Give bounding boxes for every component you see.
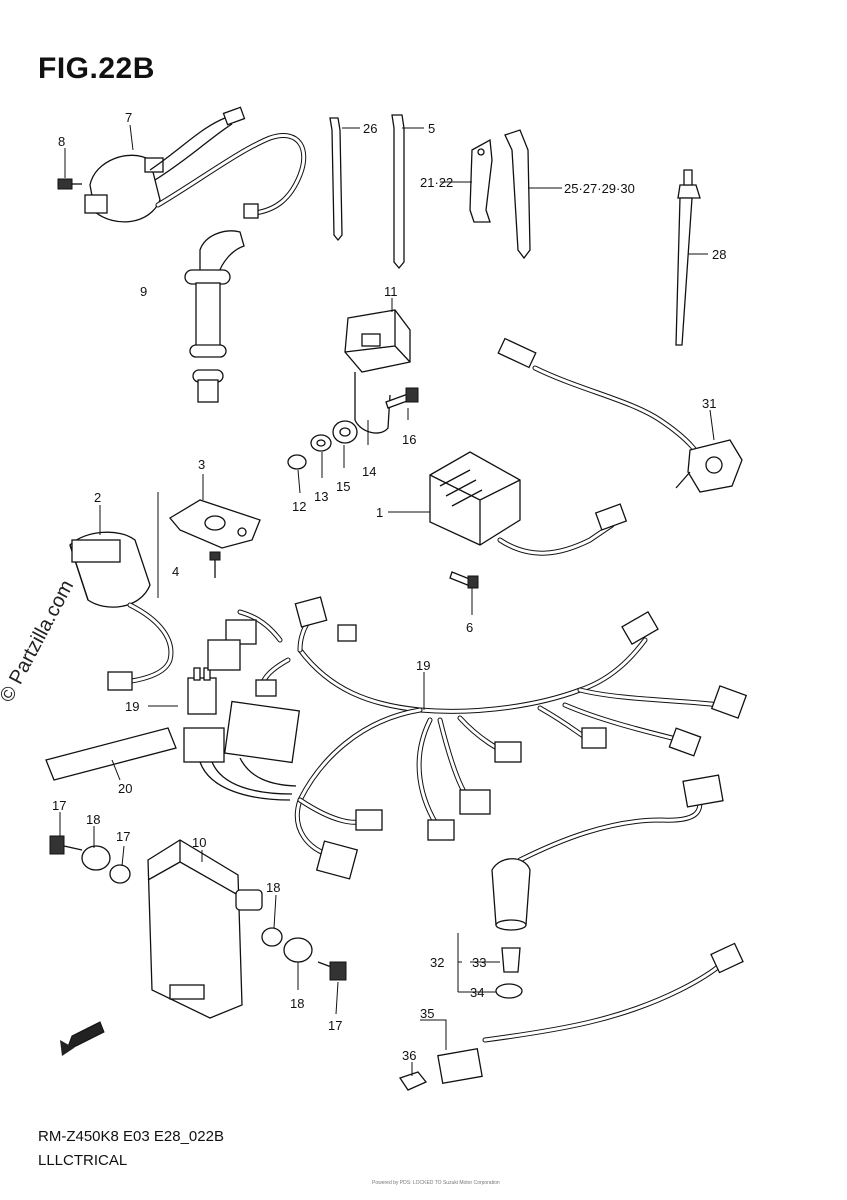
nut-part[interactable] — [287, 454, 307, 470]
callout-10: 10 — [192, 835, 206, 850]
grommet-part[interactable] — [501, 947, 521, 973]
callout-19: 18 — [86, 812, 100, 827]
bracket-part[interactable] — [354, 372, 391, 434]
fwd-arrow-icon — [60, 1021, 105, 1056]
mounting-plate-part[interactable] — [169, 499, 261, 549]
section-title: LLLCTRICAL — [38, 1152, 128, 1169]
callout-18: 18 — [266, 880, 280, 895]
callout-14: 14 — [362, 464, 376, 479]
callout-34: 34 — [470, 985, 484, 1000]
callout-20: 19 — [416, 658, 430, 673]
callout-13: 13 — [314, 489, 328, 504]
cable-tie-part[interactable] — [391, 114, 405, 270]
bolt-part[interactable] — [317, 961, 347, 981]
cushion-part[interactable] — [332, 420, 358, 444]
callout-32: 32 — [430, 955, 444, 970]
callout-labels-lower: 18 17 — [290, 996, 342, 1033]
callout-16: 16 — [402, 432, 416, 447]
callout-4: 4 — [172, 564, 179, 579]
clamp-part[interactable] — [469, 138, 493, 223]
callout-23: 20 — [118, 781, 132, 796]
sensor-part[interactable] — [497, 337, 743, 493]
callout-31: 31 — [702, 396, 716, 411]
callout-15: 15 — [336, 479, 350, 494]
cdi-unit-part[interactable] — [69, 531, 174, 691]
callout-5: 5 — [428, 121, 435, 136]
relay-part[interactable] — [344, 309, 411, 373]
fuse-box-part[interactable] — [437, 942, 744, 1085]
callout-7: 7 — [125, 110, 132, 125]
callout-2: 2 — [94, 490, 101, 505]
ignition-coil-part[interactable] — [84, 106, 307, 223]
callout-6: 6 — [466, 620, 473, 635]
ecu-part[interactable] — [147, 839, 263, 1019]
callout-35: 35 — [420, 1006, 434, 1021]
callout-17: 17 — [52, 798, 66, 813]
footnote: Powered by PDS: LOCKED TO Suzuki Motor C… — [372, 1180, 500, 1186]
callout-21-22: 19 — [125, 699, 139, 714]
bolt-part[interactable] — [385, 387, 419, 409]
washer-part[interactable] — [310, 434, 332, 452]
clamp-band-part[interactable] — [504, 129, 531, 260]
callout-33: 33 — [472, 955, 486, 970]
callout-19: 18 — [290, 996, 304, 1011]
callout-9: 9 — [140, 284, 147, 299]
callout-3: 3 — [198, 457, 205, 472]
callout-1: 1 — [376, 505, 383, 520]
callout-36: 36 — [402, 1048, 416, 1063]
fuse-part[interactable] — [398, 1071, 428, 1091]
callout-28: 28 — [712, 247, 726, 262]
cushion-part[interactable] — [81, 845, 111, 871]
screw-part[interactable] — [209, 551, 221, 578]
bolt-part[interactable] — [49, 835, 83, 855]
callout-17: 17 — [328, 1018, 342, 1033]
cable-tie-part[interactable] — [329, 117, 343, 242]
bolt-part[interactable] — [449, 571, 479, 589]
leader-lines — [59, 124, 715, 1076]
plug-cap-part[interactable] — [491, 858, 531, 931]
callout-11: 11 — [384, 284, 398, 299]
callout-8: 8 — [58, 134, 65, 149]
washer-part[interactable] — [261, 927, 283, 947]
washer-part[interactable] — [109, 864, 131, 884]
figure-title: FIG.22B — [38, 52, 155, 85]
plug-cap-part[interactable] — [184, 230, 245, 403]
regulator-rectifier-part[interactable] — [429, 451, 628, 556]
grommet-part[interactable] — [495, 983, 523, 999]
tape-part[interactable] — [45, 727, 177, 781]
diagram-code: RM-Z450K8 E03 E28_022B — [38, 1128, 224, 1145]
callout-labels: 7 8 9 26 5 21·22 25·27·29·30 28 11 16 14… — [52, 110, 726, 1063]
callout-26: 26 — [363, 121, 377, 136]
callout-25-27-29-30: 25·27·29·30 — [564, 181, 635, 196]
callout-12: 12 — [292, 499, 306, 514]
callout-18: 17 — [116, 829, 130, 844]
wiring-harness-part[interactable] — [183, 596, 748, 880]
bolt-part[interactable] — [57, 178, 82, 190]
callout-24: 21·22 — [420, 175, 453, 190]
cushion-part[interactable] — [283, 937, 313, 963]
long-tie-part[interactable] — [675, 169, 701, 346]
fuse-part[interactable] — [187, 667, 217, 715]
